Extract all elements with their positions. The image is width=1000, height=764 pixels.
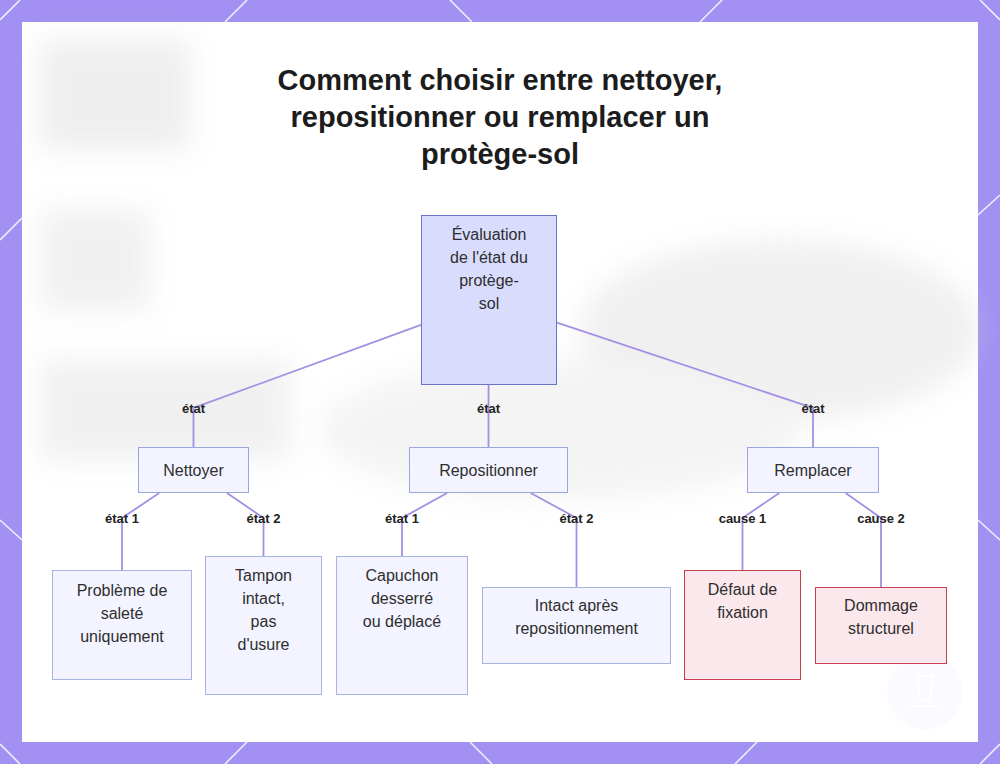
node-text: Repositionner [439, 459, 538, 482]
diagram-title: Comment choisir entre nettoyer, repositi… [240, 62, 760, 173]
node-text: Intact après repositionnement [493, 594, 661, 640]
connector-line [194, 325, 422, 447]
node-text: Tampon intact, pas d'usure [229, 564, 299, 656]
edge-label: état 1 [385, 511, 419, 526]
node-text: Capuchon desserré ou déplacé [361, 564, 443, 633]
edge-label: état [801, 401, 824, 416]
connector-line [846, 493, 881, 587]
condition-box: Problème de saleté uniquement [52, 570, 192, 680]
replace-cause-box: Dommage structurel [815, 587, 947, 664]
connector-line [743, 493, 780, 570]
blurred-photo [40, 40, 980, 500]
edge-label: cause 2 [857, 511, 905, 526]
replace-cause-box: Défaut de fixation [684, 570, 801, 680]
condition-box: Intact après repositionnement [482, 587, 671, 664]
action-box: Nettoyer [138, 447, 249, 493]
edge-label: état 2 [560, 511, 594, 526]
action-box: Repositionner [409, 447, 568, 493]
edge-label: état [182, 401, 205, 416]
node-text: Problème de saleté uniquement [75, 579, 169, 648]
root-box: Évaluation de l'état du protège-sol [421, 215, 557, 385]
connector-line [122, 493, 159, 570]
connector-line [557, 323, 813, 447]
node-text: Défaut de fixation [701, 578, 785, 624]
edge-label: état 1 [105, 511, 139, 526]
edge-label: cause 1 [719, 511, 767, 526]
edge-label: état 2 [247, 511, 281, 526]
connector-line [488, 385, 490, 447]
condition-box: Capuchon desserré ou déplacé [336, 556, 468, 695]
node-text: Remplacer [774, 459, 851, 482]
connector-line [531, 493, 577, 587]
condition-box: Tampon intact, pas d'usure [205, 556, 322, 695]
node-text: Dommage structurel [834, 594, 928, 640]
node-text: Évaluation de l'état du protège-sol [450, 223, 528, 315]
edge-label: état [477, 401, 500, 416]
action-box: Remplacer [747, 447, 879, 493]
node-text: Nettoyer [163, 459, 223, 482]
